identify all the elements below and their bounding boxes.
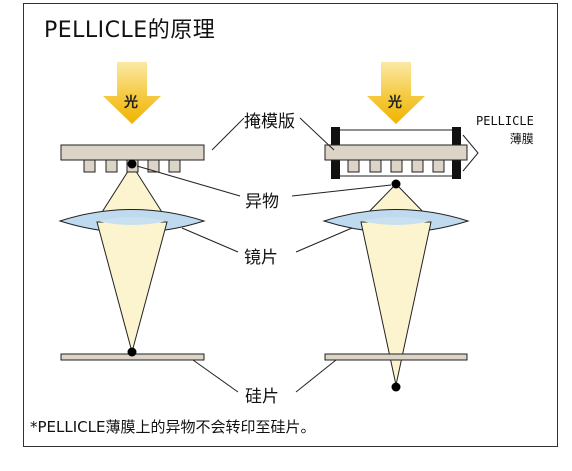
right-light-label: 光 xyxy=(388,95,402,111)
left-photomask xyxy=(60,144,205,161)
right-light-arrow xyxy=(367,62,425,124)
right-optical-system xyxy=(322,62,470,392)
foreign-matter-label: 异物 xyxy=(245,187,279,212)
left-foreign-particle xyxy=(127,159,137,169)
wafer-label: 硅片 xyxy=(245,382,279,407)
left-light-arrow xyxy=(103,62,161,124)
right-wafer xyxy=(324,353,468,361)
photomask-label: 掩模版 xyxy=(244,107,295,132)
right-photomask xyxy=(324,144,468,161)
right-light-cone-lower xyxy=(360,221,432,386)
pellicle-label-line2: 薄膜 xyxy=(509,132,534,146)
leader-lines xyxy=(136,117,479,393)
pellicle-label: PELLICLE 薄膜 xyxy=(476,112,534,148)
right-defocused-particle xyxy=(391,382,401,392)
left-optical-system xyxy=(58,62,206,361)
left-light-label: 光 xyxy=(124,95,138,111)
footnote: *PELLICLE薄膜上的异物不会转印至硅片。 xyxy=(30,418,316,436)
lens-label: 镜片 xyxy=(244,243,278,268)
right-foreign-particle xyxy=(391,179,401,189)
left-transferred-particle xyxy=(127,347,137,357)
pellicle-label-line1: PELLICLE xyxy=(476,114,534,128)
left-light-cone-lower xyxy=(96,221,168,354)
page-title: PELLICLE的原理 xyxy=(44,18,216,43)
